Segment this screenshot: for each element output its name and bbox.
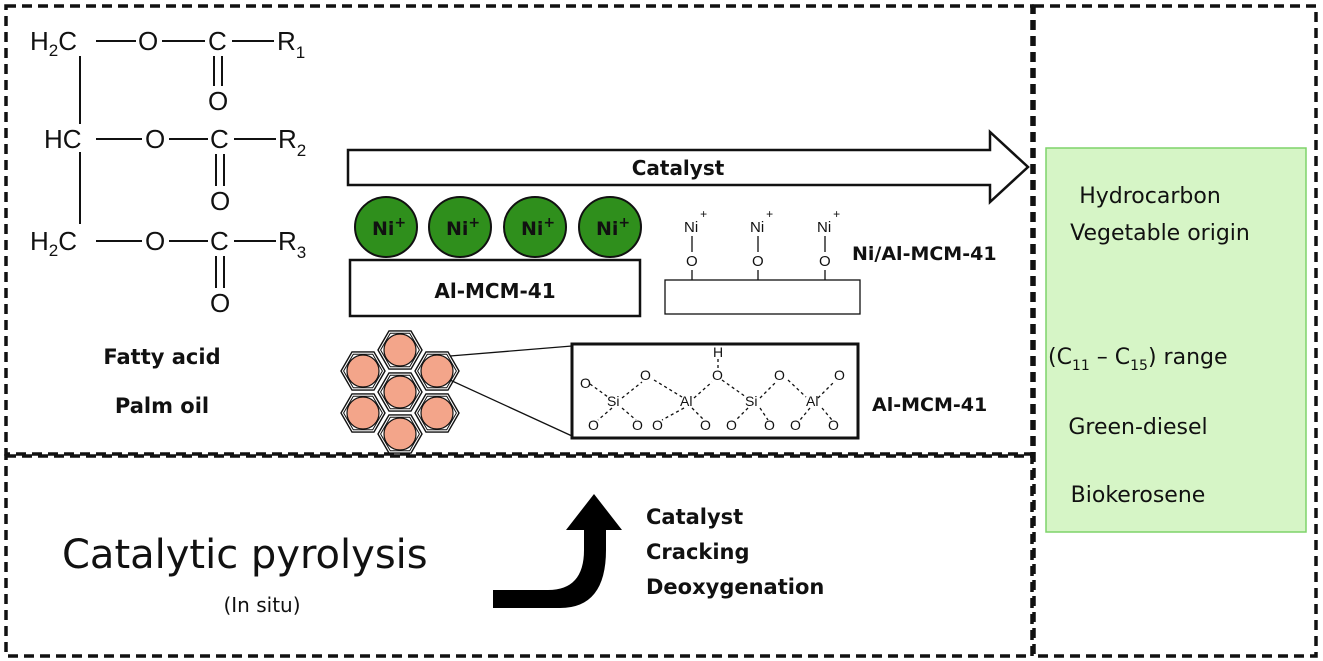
row3-carbonyl-oxygen: O (210, 288, 230, 318)
ni-particle: Ni+ (354, 196, 418, 258)
pore-cell (377, 372, 423, 412)
grafted-o: O (819, 253, 831, 270)
grafted-label: Ni/Al-MCM-41 (852, 243, 997, 265)
fw-o-10: O (764, 417, 775, 433)
process-title: Catalytic pyrolysis (62, 532, 428, 578)
step-cracking: Cracking (646, 540, 750, 564)
step-catalyst: Catalyst (646, 505, 743, 529)
step-deoxygenation: Deoxygenation (646, 575, 824, 599)
ni-particle-label: Ni+ (446, 215, 480, 240)
fw-o-13: O (828, 417, 839, 433)
row3-oxygen: O (145, 226, 165, 256)
ni-particle: Ni+ (578, 196, 642, 258)
fw-o-3: O (588, 417, 599, 433)
product-box (1045, 147, 1307, 533)
framework-box: O Si O O O Al O O O H Si O O O Al O O O (570, 342, 860, 440)
product-green-diesel: Green-diesel (1068, 415, 1207, 440)
support-block (348, 258, 642, 318)
fw-o-1: O (580, 375, 591, 391)
support-label: Al-MCM-41 (434, 279, 555, 303)
hexagonal-pores (340, 330, 460, 454)
fw-al-1: Al (680, 393, 692, 409)
framework-frame (570, 342, 860, 440)
frames (4, 4, 1318, 658)
pore-cell (414, 351, 460, 391)
product-hydrocarbon: Hydrocarbon (1079, 184, 1221, 209)
fw-o-9: O (726, 417, 737, 433)
pore-cell (377, 330, 423, 370)
zoom-line-top (449, 345, 573, 357)
row3-r: R3 (278, 226, 306, 262)
pore-cell (340, 351, 386, 391)
grafted-o: O (686, 253, 698, 270)
row3-left: H2C (30, 226, 77, 260)
row1-left: H2C (30, 26, 77, 60)
process-frame (4, 454, 1034, 658)
row2-carbonyl-oxygen: O (210, 186, 230, 216)
ni-particle-label: Ni+ (521, 215, 555, 240)
feed-label-palm-oil: Palm oil (115, 394, 209, 418)
ni-particle-label: Ni+ (596, 215, 630, 240)
fw-o-8: O (774, 367, 785, 383)
row1-carbon: C (208, 26, 227, 56)
fw-o-12: O (790, 417, 801, 433)
fw-o-11: O (834, 367, 845, 383)
fw-o-4: O (632, 417, 643, 433)
pore-cell (377, 414, 423, 454)
product-frame (1032, 4, 1318, 658)
row2-oxygen: O (145, 124, 165, 154)
fw-al-2: Al (806, 393, 818, 409)
row2-carbon: C (210, 124, 229, 154)
row1-r: R1 (277, 26, 305, 62)
fw-si-1: Si (607, 393, 619, 409)
row3-carbon: C (210, 226, 229, 256)
row2-r: R2 (278, 124, 306, 160)
ni-particle: Ni+ (503, 196, 567, 258)
ni-particle-label: Ni+ (372, 215, 406, 240)
grafted-support (664, 279, 861, 315)
fw-si-2: Si (745, 393, 757, 409)
grafted-o: O (752, 253, 764, 270)
process-subtitle: (In situ) (223, 593, 300, 617)
product-carbon-range: (C11 – C15) range (1048, 345, 1228, 374)
product-vegetable-origin: Vegetable origin (1070, 221, 1250, 246)
product-biokerosene: Biokerosene (1071, 483, 1206, 508)
fw-o-5: O (652, 417, 663, 433)
pore-cell (340, 393, 386, 433)
reaction-frame (4, 4, 1034, 456)
triglyceride-structure: H2C O C R1 O HC O C R2 O H2C O C R3 O (30, 26, 306, 318)
fw-o-6: O (700, 417, 711, 433)
catalyst-arrow-label: Catalyst (632, 156, 725, 180)
fw-o-7: O (712, 367, 723, 383)
ni-particles: Ni+ Ni+ Ni+ Ni+ (354, 196, 642, 258)
upward-arrow (493, 494, 622, 608)
fw-h: H (713, 344, 723, 360)
row1-oxygen: O (138, 26, 158, 56)
feed-label-fatty-acid: Fatty acid (103, 345, 220, 369)
pore-cell (414, 393, 460, 433)
catalyst-arrow: Catalyst (346, 129, 1030, 205)
grafted-ni: Ni+ (817, 207, 840, 236)
framework-label: Al-MCM-41 (872, 394, 987, 416)
row2-left: HC (44, 124, 82, 154)
grafted-ni: Ni+ (750, 207, 773, 236)
grafted-ni: Ni+ (684, 207, 707, 236)
ni-particle: Ni+ (428, 196, 492, 258)
fw-o-2: O (640, 367, 651, 383)
row1-carbonyl-oxygen: O (208, 86, 228, 116)
zoom-line-bottom (449, 379, 573, 437)
